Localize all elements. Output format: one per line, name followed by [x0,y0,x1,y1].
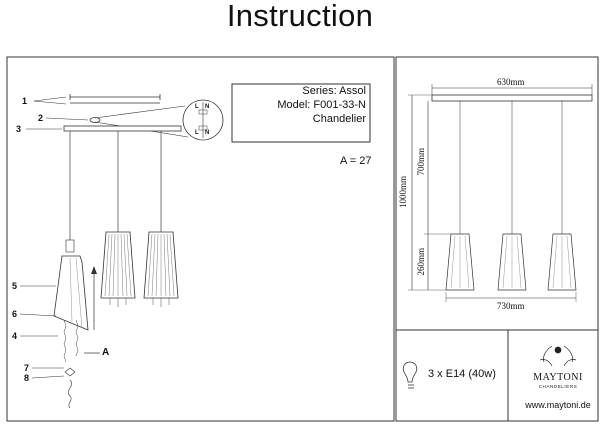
wiring-label-l1: L [195,104,199,110]
dimension-drawing [408,84,593,302]
callout-8: 8 [24,373,30,383]
dim-cord-length: 700mm [416,148,426,176]
maytoni-logo-icon [539,345,577,367]
left-panel-frame [6,56,395,422]
wiring-label-n1: N [205,104,210,110]
spec-box [231,83,371,143]
bulb-spec-label: 3 x E14 (40w) [428,368,496,380]
type-label: Chandelier [312,113,366,125]
callout-6: 6 [12,309,18,319]
website-link[interactable]: www.maytoni.de [525,400,591,410]
info-panel-frame [395,329,599,422]
callout-4: 4 [12,331,18,341]
ceiling-plate [63,125,182,132]
dim-shade-height: 260mm [416,248,426,276]
shade-right [143,231,179,307]
brand-tagline: CHANDELIERS [538,384,578,389]
pendant-crystal [68,379,72,409]
wiring-label-n2: N [205,130,210,136]
callout-a: A [102,347,110,358]
spec-panel: Series: Assol Model: F001-33-N Chandelie… [232,84,370,142]
lamp-socket [65,239,75,253]
callout-3: 3 [16,124,22,134]
dim-bottom-width: 730mm [497,301,525,311]
brand-name: MAYTONI [533,372,583,383]
bulb-icon [402,361,418,389]
callout-7: 7 [24,363,30,373]
page-title: Instruction [226,0,374,33]
callout-5: 5 [12,281,18,291]
crystal-strands [63,319,79,363]
callout-1: 1 [22,96,28,106]
shade-middle [100,231,136,307]
wiring-label-l2: L [195,130,199,136]
screw-part [89,117,101,123]
dim-top-width: 630mm [497,77,525,87]
callout-2: 2 [38,113,44,123]
series-label: Series: Assol [302,85,366,97]
dim-total-height: 1000mm [398,176,408,209]
a-value-label: A = 27 [340,155,372,167]
model-label: Model: F001-33-N [277,99,366,111]
